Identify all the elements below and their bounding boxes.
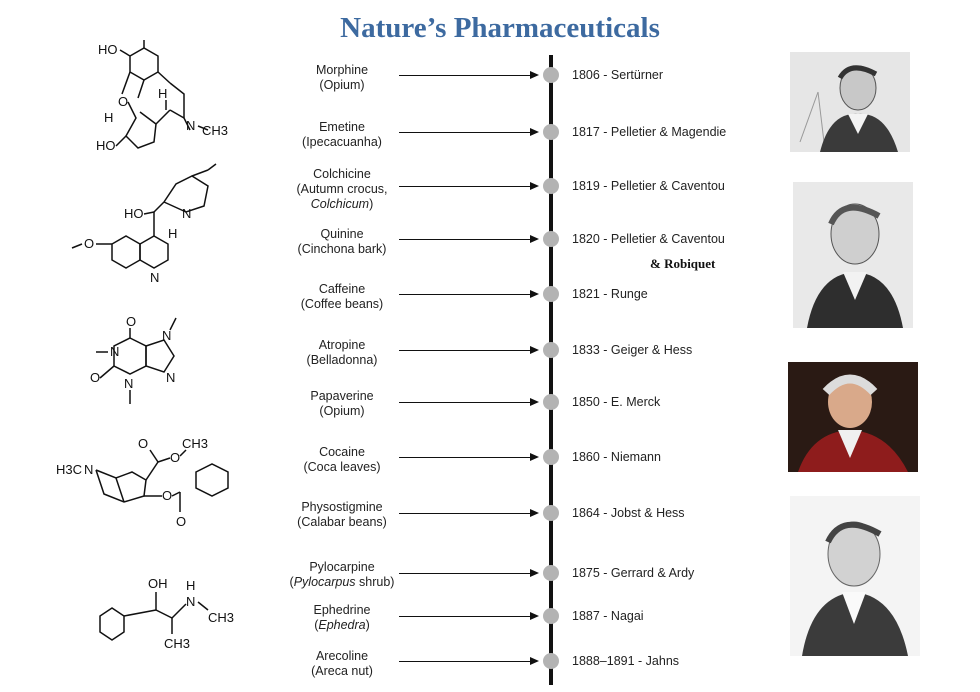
svg-text:O: O [138,436,148,451]
timeline-node [543,231,559,247]
timeline-node [543,124,559,140]
timeline-node [543,394,559,410]
discovery-physostigmine: 1864 - Jobst & Hess [572,506,685,520]
svg-text:N: N [162,328,171,343]
arrow-morphine [399,71,539,79]
discovery-quinine: 1820 - Pelletier & Caventou [572,232,725,246]
svg-text:N: N [182,206,191,221]
arrow-emetine [399,128,539,136]
svg-text:O: O [118,94,128,109]
svg-text:O: O [90,370,100,385]
svg-text:HO: HO [124,206,144,221]
svg-text:H: H [158,86,167,101]
timeline-node [543,653,559,669]
arrow-atropine [399,346,539,354]
compound-emetine: Emetine(Ipecacuanha) [302,120,382,149]
svg-text:HO: HO [98,42,118,57]
compound-pylocarpine: Pylocarpine (Pylocarpus shrub) [289,560,395,589]
discovery-emetine: 1817 - Pelletier & Magendie [572,125,727,139]
arrow-caffeine [399,290,539,298]
caffeine-structure: O N O N N N [90,314,177,404]
portrait-geiger [790,496,920,656]
discovery-ephedrine: 1887 - Nagai [572,609,644,623]
compound-physostigmine: Physostigmine(Calabar beans) [297,500,387,529]
discovery-arecoline: 1888–1891 - Jahns [572,654,680,668]
timeline-node [543,449,559,465]
svg-text:HO: HO [96,138,116,153]
arrow-cocaine [399,453,539,461]
discovery-papaverine: 1850 - E. Merck [572,395,661,409]
timeline-node [543,505,559,521]
svg-text:H: H [186,578,195,593]
discovery-colchicine: 1819 - Pelletier & Caventou [572,179,725,193]
compound-papaverine: Papaverine(Opium) [310,389,374,418]
cocaine-structure: H3C N O O CH3 O O [56,436,229,529]
compound-colchicine: Colchicine (Autumn crocus, Colchicum) [296,167,388,211]
timeline-node [543,342,559,358]
ephedrine-structure: OH H N CH3 CH3 [99,576,234,651]
morphine-structure: HO O H H N CH3 HO [96,40,228,153]
compound-atropine: Atropine(Belladonna) [306,338,378,367]
svg-text:N: N [150,270,159,285]
svg-text:O: O [176,514,186,529]
portrait-serturner [790,52,910,152]
compound-quinine: Quinine(Cinchona bark) [297,227,387,256]
discovery-caffeine: 1821 - Runge [572,287,648,301]
timeline-node [543,67,559,83]
discovery-pylocarpine: 1875 - Gerrard & Ardy [572,566,695,580]
svg-text:H: H [168,226,177,241]
svg-text:O: O [84,236,94,251]
svg-text:CH3: CH3 [202,123,228,138]
arrow-ephedrine [399,612,539,620]
svg-text:CH3: CH3 [182,436,208,451]
timeline-node [543,608,559,624]
discovery-cocaine: 1860 - Niemann [572,450,661,464]
svg-text:N: N [110,344,119,359]
timeline-node [543,565,559,581]
svg-text:O: O [126,314,136,329]
arrow-papaverine [399,398,539,406]
quinine-structure: HO H N N O [71,163,217,285]
svg-text:O: O [170,450,180,465]
svg-text:N: N [186,594,195,609]
timeline-node [543,286,559,302]
discovery-quinine-extra: & Robiquet [650,256,716,271]
svg-text:N: N [166,370,175,385]
portrait-merck [788,362,918,472]
svg-text:H3C: H3C [56,462,82,477]
compound-ephedrine: Ephedrine (Ephedra) [313,603,371,632]
page-title: Nature’s Pharmaceuticals [340,12,660,44]
svg-text:N: N [84,462,93,477]
portrait-pelletier [793,182,913,328]
svg-text:CH3: CH3 [164,636,190,651]
svg-text:OH: OH [148,576,168,591]
timeline-node [543,178,559,194]
arrow-arecoline [399,657,539,665]
arrow-physostigmine [399,509,539,517]
compound-caffeine: Caffeine(Coffee beans) [300,282,384,311]
svg-text:N: N [124,376,133,391]
arrow-colchicine [399,182,539,190]
compound-arecoline: Arecoline(Areca nut) [311,649,373,678]
svg-text:O: O [162,488,172,503]
svg-text:CH3: CH3 [208,610,234,625]
discovery-morphine: 1806 - Sertürner [572,68,664,82]
arrow-quinine [399,235,539,243]
arrow-pylocarpine [399,569,539,577]
compound-cocaine: Cocaine(Coca leaves) [303,445,381,474]
svg-text:N: N [186,118,195,133]
svg-text:H: H [104,110,113,125]
compound-morphine: Morphine(Opium) [315,63,369,92]
discovery-atropine: 1833 - Geiger & Hess [572,343,693,357]
timeline-spine [549,55,553,685]
